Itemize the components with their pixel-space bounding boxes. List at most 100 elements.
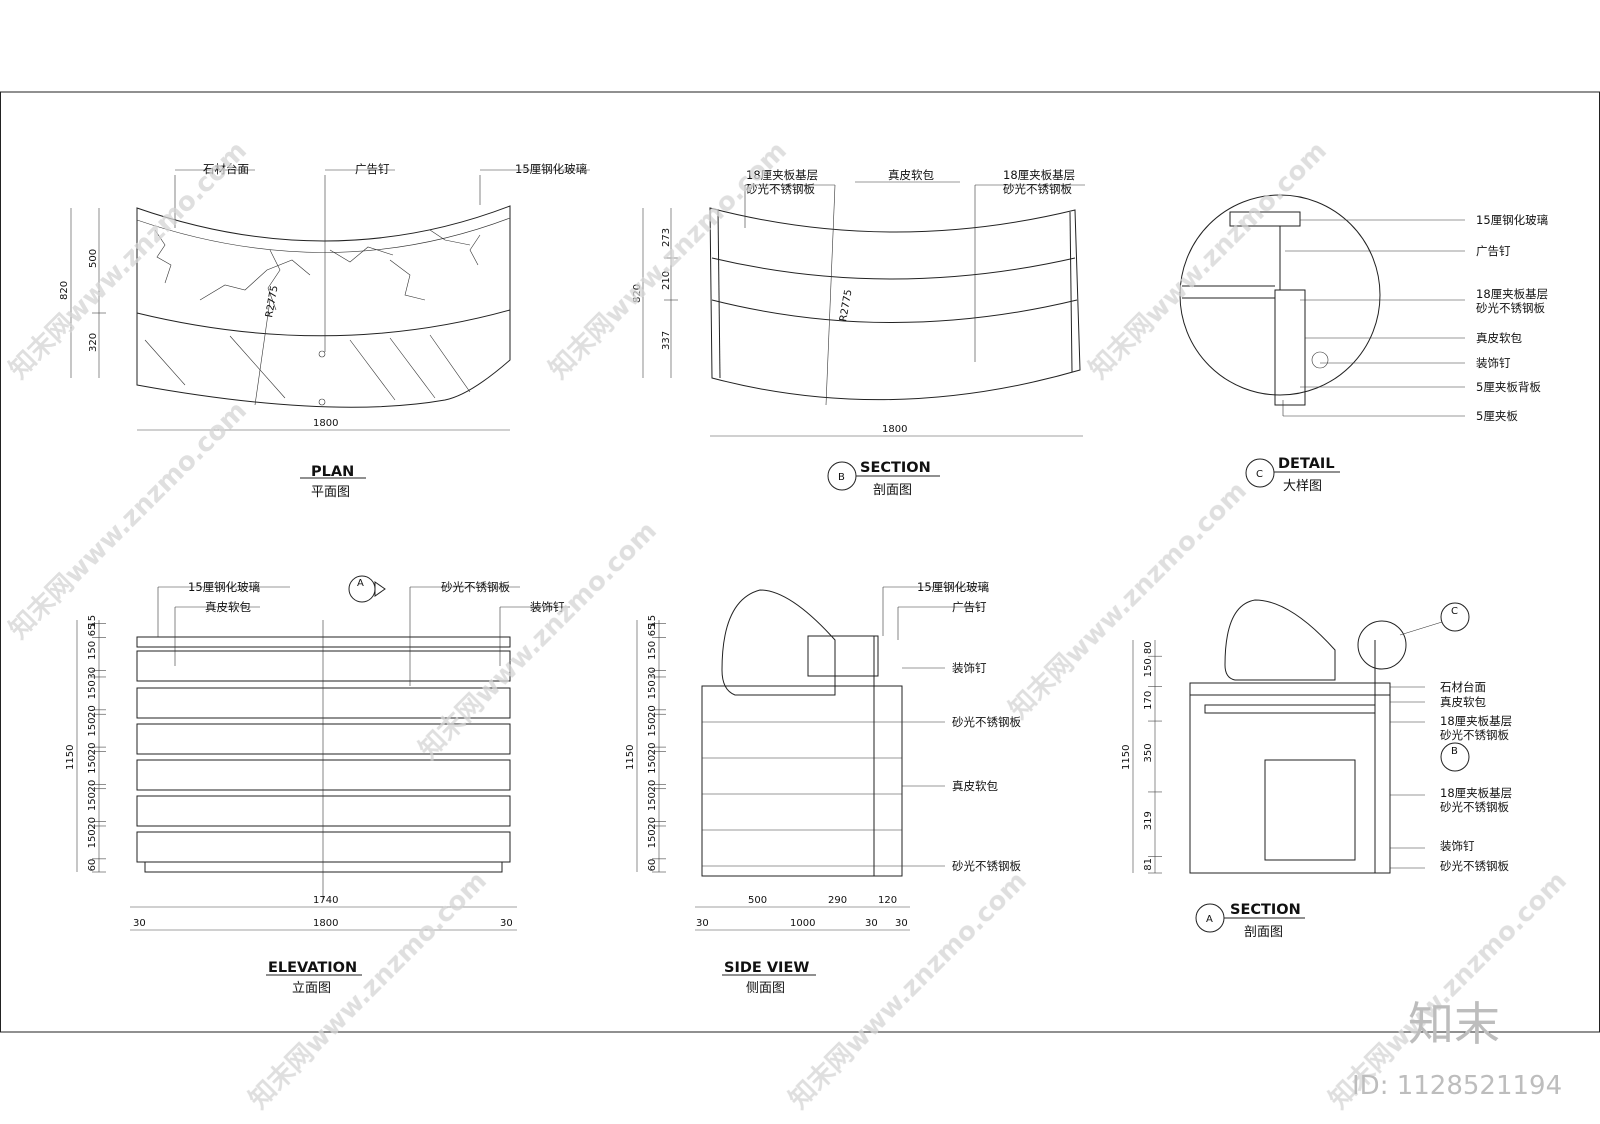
plan-dim-lower: 320 <box>88 333 99 352</box>
side-view: 15厘钢化玻璃 广告钉 装饰钉 砂光不锈钢板 真皮软包 砂光不锈钢板 1150 … <box>625 580 1021 996</box>
elevation-title: ELEVATION <box>268 960 357 976</box>
dim-label: 150 <box>647 792 658 811</box>
elev-label-leather: 真皮软包 <box>205 600 251 614</box>
detail-label-1: 15厘钢化玻璃 <box>1476 213 1548 227</box>
detail-label-6: 装饰钉 <box>1476 356 1511 370</box>
elev-label-steel: 砂光不锈钢板 <box>441 580 510 594</box>
section-a-label-3: 18厘夹板基层 <box>1440 714 1512 728</box>
section-a-title: SECTION <box>1230 902 1301 918</box>
section-b-dim-width: 1800 <box>882 424 907 435</box>
section-b-label-2: 砂光不锈钢板 <box>746 182 815 196</box>
section-a-label-4: 砂光不锈钢板 <box>1440 728 1509 742</box>
side-view-title: SIDE VIEW <box>724 960 809 976</box>
detail-callout-circle <box>1357 620 1407 670</box>
section-b-title: SECTION <box>860 460 931 476</box>
side-dim-b: 290 <box>828 895 847 906</box>
dim-label: 60 <box>647 859 658 872</box>
dim-label: 150 <box>647 829 658 848</box>
svg-text:C: C <box>1256 469 1263 480</box>
detail-title: DETAIL <box>1278 456 1335 472</box>
section-b-dim-total: 820 <box>632 284 643 303</box>
plan-dim-width: 1800 <box>313 418 338 429</box>
svg-text:知末网www.znzmo.com: 知末网www.znzmo.com <box>244 866 493 1115</box>
section-a-subtitle: 剖面图 <box>1244 925 1283 940</box>
section-a-label-5: 18厘夹板基层 <box>1440 786 1512 800</box>
dim-label: 150 <box>87 718 98 737</box>
detail-label-2: 广告钉 <box>1476 244 1511 258</box>
monitor-sketch <box>721 589 836 696</box>
side-dim-height: 1150 <box>625 745 636 770</box>
watermark-id: ID: 1128521194 <box>1352 1071 1562 1101</box>
dim-label: 350 <box>1143 743 1154 762</box>
dim-label: 20 <box>647 780 658 793</box>
plan-label-stone-top: 石材台面 <box>203 162 249 176</box>
side-dim-r2: 30 <box>895 918 908 929</box>
dim-label: 150 <box>647 641 658 660</box>
plan-dim-total: 820 <box>59 281 70 300</box>
radius-line <box>254 299 271 406</box>
plan-view: R2775 石材台面 广告钉 15厘钢化玻璃 820 500 320 1800 … <box>59 162 590 500</box>
elevation-subtitle: 立面图 <box>292 981 331 996</box>
dim-label: 80 <box>1143 641 1154 654</box>
watermark-logo: 知末 <box>1408 997 1500 1051</box>
dim-label: 81 <box>1143 858 1154 871</box>
detail-c-ref-marker <box>1440 602 1470 632</box>
elev-dim-height: 1150 <box>65 745 76 770</box>
svg-text:A: A <box>357 578 364 589</box>
elev-label-glass: 15厘钢化玻璃 <box>188 580 260 594</box>
section-b-outline <box>709 207 1081 401</box>
dim-label: 150 <box>87 792 98 811</box>
side-dim-c: 120 <box>878 895 897 906</box>
section-b-dim-2: 210 <box>661 271 672 290</box>
section-a-label-1: 石材台面 <box>1440 680 1486 694</box>
side-view-subtitle: 侧面图 <box>746 981 785 996</box>
side-label-glass: 15厘钢化玻璃 <box>917 580 989 594</box>
side-label-leather: 真皮软包 <box>952 779 998 793</box>
svg-text:知末网www.znzmo.com: 知末网www.znzmo.com <box>1004 476 1253 725</box>
elevation-view: 15厘钢化玻璃 真皮软包 砂光不锈钢板 装饰钉 A 1150 156515030… <box>65 575 570 996</box>
plan-subtitle: 平面图 <box>311 485 350 500</box>
section-b-label-4: 18厘夹板基层 <box>1003 168 1075 182</box>
section-b-label-5: 砂光不锈钢板 <box>1003 182 1072 196</box>
section-b-subtitle: 剖面图 <box>873 483 912 498</box>
dim-label: 150 <box>87 829 98 848</box>
svg-text:知末网www.znzmo.com: 知末网www.znzmo.com <box>4 136 253 385</box>
detail-label-5: 真皮软包 <box>1476 331 1522 345</box>
section-a-label-8: 砂光不锈钢板 <box>1440 859 1509 873</box>
plan-title: PLAN <box>311 464 354 480</box>
dim-label: 319 <box>1143 811 1154 830</box>
side-label-advert-nail: 广告钉 <box>952 600 987 614</box>
elevation-panels <box>136 650 511 863</box>
detail-c-marker <box>1245 458 1275 488</box>
section-b-view: R2775 18厘夹板基层 砂光不锈钢板 真皮软包 18厘夹板基层 砂光不锈钢板… <box>632 168 1085 498</box>
elev-label-deco-nail: 装饰钉 <box>530 600 565 614</box>
dim-label: 150 <box>647 718 658 737</box>
advert-nail <box>318 398 326 406</box>
svg-text:知末网www.znzmo.com: 知末网www.znzmo.com <box>1084 136 1333 385</box>
detail-label-4: 砂光不锈钢板 <box>1476 301 1545 315</box>
dim-label: 20 <box>87 817 98 830</box>
section-a-label-7: 装饰钉 <box>1440 839 1475 853</box>
section-a-label-2: 真皮软包 <box>1440 695 1486 709</box>
plan-outline <box>136 205 511 408</box>
side-dim-l: 30 <box>696 918 709 929</box>
section-b-dim-1: 273 <box>661 228 672 247</box>
svg-text:C: C <box>1451 606 1458 617</box>
dim-label: 65 <box>647 624 658 637</box>
svg-text:知末网www.znzmo.com: 知末网www.znzmo.com <box>414 516 663 765</box>
dim-label: 20 <box>647 705 658 718</box>
dim-label: 15 <box>647 615 658 628</box>
section-b-label-1: 18厘夹板基层 <box>746 168 818 182</box>
section-b-dim-3: 337 <box>661 331 672 350</box>
dim-label: 20 <box>647 817 658 830</box>
section-b-cut-marker <box>1440 742 1470 772</box>
side-label-deco-nail: 装饰钉 <box>952 661 987 675</box>
plan-inner-edge <box>136 309 511 337</box>
side-label-steel-2: 砂光不锈钢板 <box>952 859 1021 873</box>
dim-label: 150 <box>647 755 658 774</box>
svg-text:知末网www.znzmo.com: 知末网www.znzmo.com <box>784 866 1033 1115</box>
plan-dim-upper: 500 <box>88 249 99 268</box>
plan-label-advert-nail: 广告钉 <box>355 162 390 176</box>
